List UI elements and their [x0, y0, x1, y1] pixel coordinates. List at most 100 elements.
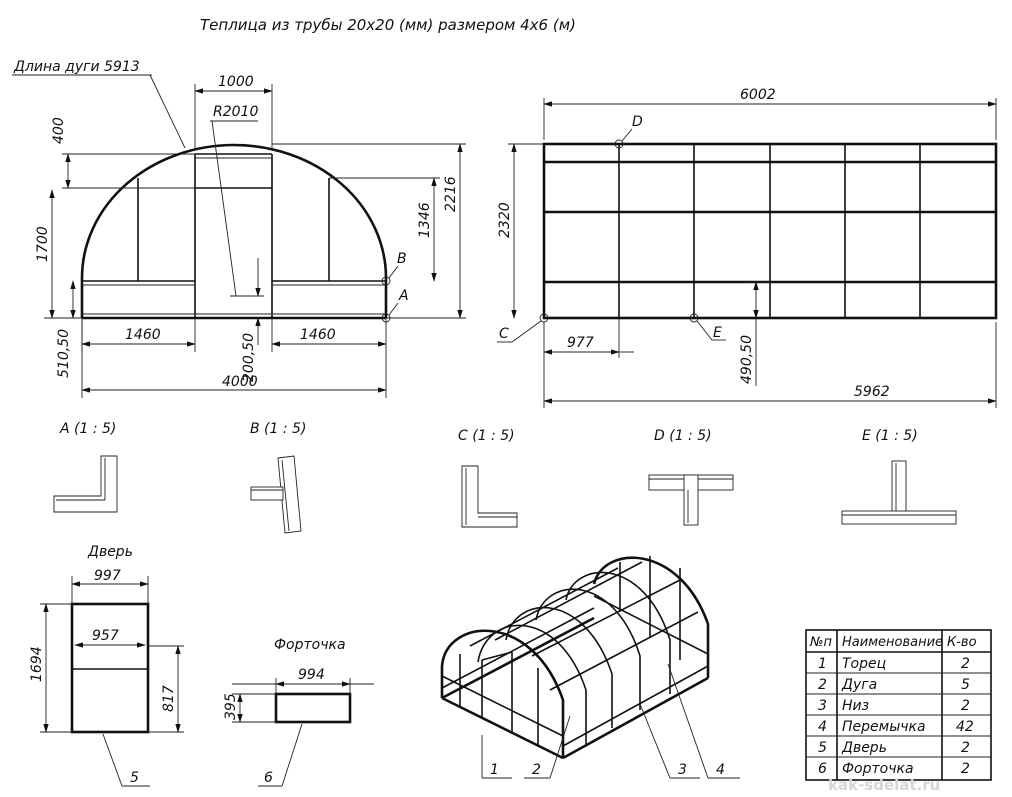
dim-5962: 5962 [854, 384, 890, 400]
vent-title: Форточка [274, 637, 346, 653]
dim-1000: 1000 [218, 74, 254, 90]
detail-b: B (1 : 5) [250, 421, 306, 534]
drawing-title: Теплица из трубы 20x20 (мм) размером 4x6… [200, 16, 576, 34]
vent-frame [274, 692, 352, 724]
table-row-4-name: Перемычка [842, 719, 926, 735]
vent-leader-number: 6 [264, 770, 273, 786]
iso-base-left [441, 616, 595, 700]
point-b-leader [388, 265, 399, 279]
iso-leader-1-number: 1 [490, 762, 499, 778]
detail-c: C (1 : 5) [458, 428, 518, 528]
detail-a-label: A (1 : 5) [59, 421, 116, 437]
point-d-marker [614, 139, 624, 149]
dim-1694: 1694 [29, 646, 45, 682]
dim-400: 400 [51, 117, 67, 144]
iso-arch-back [592, 556, 710, 678]
iso-long-rail-2 [549, 611, 699, 691]
detail-e: E (1 : 5) [841, 428, 957, 525]
dim-20050: 200,50 [241, 333, 257, 382]
iso-leader-2-number: 2 [532, 762, 541, 778]
iso-front-base [441, 696, 564, 760]
iso-leader-2 [549, 715, 571, 779]
iso-back-rail [593, 595, 709, 655]
point-e-label: E [713, 325, 722, 341]
table-row-1-n: 1 [818, 656, 827, 672]
detail-d-post [683, 474, 699, 526]
door-leader [102, 733, 123, 787]
iso-ridge-2 [469, 567, 619, 647]
point-d-label: D [632, 114, 643, 130]
watermark: kak-sdelat.ru [828, 776, 940, 794]
detail-e-post [891, 460, 907, 514]
door-title: Дверь [87, 544, 133, 560]
table-header-name: Наименование [842, 635, 943, 650]
side-view: 6002 D 2320 C E 977 490,50 5962 [497, 87, 998, 408]
table-row-3-n: 3 [818, 698, 827, 714]
detail-e-label: E (1 : 5) [862, 428, 918, 444]
table-row-5-qty: 2 [961, 740, 970, 756]
table-row-6-qty: 2 [961, 761, 970, 777]
detail-b-arc-inner [281, 459, 290, 532]
detail-d-label: D (1 : 5) [654, 428, 712, 444]
point-e-leader [696, 320, 713, 341]
table-row-5-n: 5 [818, 740, 827, 756]
dim-4000: 4000 [222, 374, 258, 390]
iso-arch-3 [535, 588, 641, 710]
table-row-6-n: 6 [818, 761, 827, 777]
table-row-3-qty: 2 [961, 698, 970, 714]
iso-ridge-1 [494, 561, 643, 641]
table-row-5-name: Дверь [841, 740, 887, 756]
arc-length-label: Длина дуги 5913 [13, 59, 140, 75]
arc-label-leader [149, 74, 186, 149]
iso-base-left-top [441, 607, 595, 689]
point-a-label: A [398, 288, 409, 304]
table-row-6-name: Форточка [842, 761, 914, 777]
dim-r2010: R2010 [213, 104, 258, 120]
detail-a: A (1 : 5) [53, 421, 118, 513]
dim-957: 957 [92, 628, 119, 644]
table-row-4-n: 4 [818, 719, 827, 735]
table-row-1-name: Торец [842, 656, 886, 672]
detail-a-tube [53, 455, 118, 513]
front-view: 1000 R2010 Длина дуги 5913 400 1700 510,… [12, 59, 466, 398]
front-arch [80, 143, 388, 318]
point-d-leader [621, 128, 633, 142]
dim-994: 994 [298, 667, 325, 683]
door-drawing: Дверь 997 957 1694 817 5 [29, 544, 184, 787]
dim-6002: 6002 [740, 87, 776, 103]
dim-1460-right: 1460 [300, 327, 336, 343]
detail-c-tube [461, 465, 518, 528]
iso-base-right [562, 676, 709, 760]
iso-door-top [481, 651, 513, 661]
point-b-marker [381, 276, 391, 286]
dim-997: 997 [94, 568, 121, 584]
dim-51050: 510,50 [56, 329, 72, 378]
table-row-2-n: 2 [818, 677, 827, 693]
point-a-leader [388, 302, 399, 316]
door-frame [70, 602, 150, 734]
dim-977: 977 [567, 335, 594, 351]
dim-1700: 1700 [35, 226, 51, 262]
detail-b-rail [250, 486, 284, 501]
point-b-label: B [397, 251, 407, 267]
dim-1346: 1346 [417, 202, 433, 238]
detail-b-label: B (1 : 5) [250, 421, 306, 437]
iso-leader-4 [667, 663, 709, 779]
isometric-view: 1 2 3 4 [440, 556, 740, 779]
table-row-3-name: Низ [842, 698, 869, 714]
iso-arch-front [440, 629, 565, 758]
door-leader-number: 5 [130, 770, 139, 786]
dim-49050: 490,50 [739, 335, 755, 384]
iso-arch-1 [477, 624, 587, 744]
table-header-number: №п [809, 635, 833, 650]
vent-leader [281, 723, 303, 787]
table-row-4-qty: 42 [956, 719, 974, 735]
iso-long-rail-1 [531, 579, 681, 657]
table-row-1-qty: 2 [961, 656, 970, 672]
parts-table: №п Наименование К-во 1 Торец 2 2 Дуга 5 … [805, 629, 992, 781]
point-c-label: C [499, 326, 509, 342]
dim-1460-left: 1460 [125, 327, 161, 343]
table-header-qty: К-во [947, 635, 977, 650]
detail-d: D (1 : 5) [648, 428, 734, 526]
